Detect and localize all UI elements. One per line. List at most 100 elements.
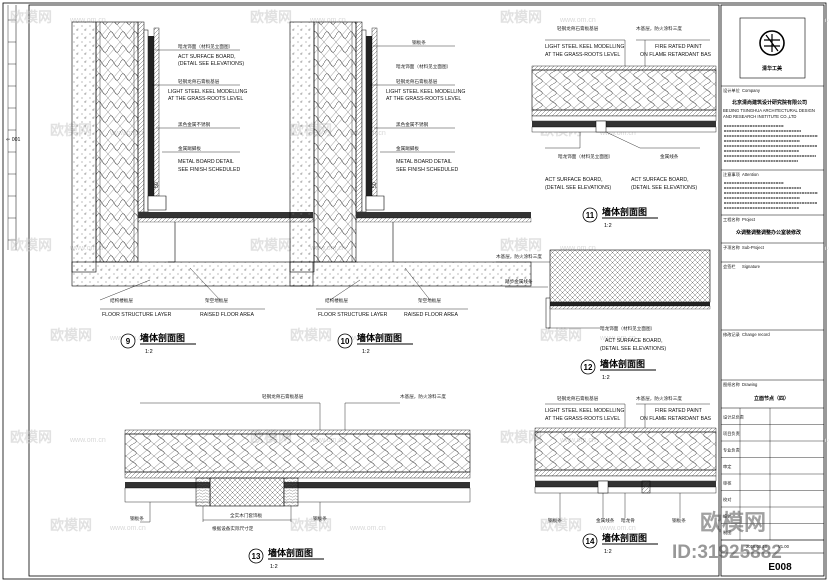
d12-cn-surface: 暗龙饰面（材料见立面图） — [600, 325, 655, 332]
d10-metal-2: SEE FINISH SCHEDULED — [396, 167, 459, 173]
d10-cn-floor: 结构楼板层 — [325, 297, 348, 304]
d11-surface-1b: ACT SURFACE BOARD, — [631, 177, 689, 183]
drawing-name: 立面节点（四） — [754, 395, 789, 402]
d11-keel-1: LIGHT STEEL KEEL MODELLING — [545, 44, 624, 50]
d11-cn-keel: 轻钢龙骨石膏板基层 — [557, 25, 599, 32]
d14-keel-1: LIGHT STEEL KEEL MODELLING — [545, 408, 624, 414]
drawing-en: Drawing — [742, 382, 758, 387]
watermark-url: www.om.cn — [69, 437, 106, 444]
d9-cn-raised: 架空地板层 — [205, 297, 228, 304]
watermark-url: www.om.cn — [599, 130, 636, 137]
watermark-cn: 欧模网 — [290, 327, 332, 343]
d9-raised-en: RAISED FLOOR AREA — [200, 312, 254, 318]
watermark-url: www.om.cn — [69, 17, 106, 24]
watermark-url: www.om.cn — [559, 245, 596, 252]
d10-cn-surface: 钢板条 — [412, 39, 426, 46]
watermark-cn: 欧模网 — [250, 237, 292, 253]
company-en-2: AND RESEARCH INSTITUTE CO.,LTD — [723, 114, 796, 119]
d13-cn-door: 全实木门套饰板 — [230, 512, 263, 519]
d10-title: 墙体剖面图 — [357, 332, 402, 343]
project-en: Project — [742, 217, 756, 222]
title-block: 清华工美 设计单位 Company 北京清尚建筑设计研究院有限公司 BEIJIN… — [720, 4, 825, 577]
d10-keel-1: LIGHT STEEL KEEL MODELLING — [386, 89, 465, 95]
company-cn: 北京清尚建筑设计研究院有限公司 — [732, 99, 807, 106]
tb-row-label: 校对 — [723, 496, 731, 503]
watermark-cn: 欧模网 — [10, 237, 52, 253]
d11-fire-1: FIRE RATED PAINT — [655, 44, 703, 50]
watermark-cn: 欧模网 — [540, 517, 582, 533]
d11-number: 11 — [586, 211, 595, 220]
d14-cn-b: 金属线条 — [596, 517, 615, 524]
d10-cn-raised: 架空地板层 — [418, 297, 441, 304]
d14-cn-d: 钢板条 — [672, 517, 686, 524]
d13-title: 墙体剖面图 — [268, 547, 313, 558]
d10-dim: 50 — [372, 182, 378, 188]
watermark-cn: 欧模网 — [10, 429, 52, 445]
left-margin-strip: ⇐ 001 — [6, 5, 21, 250]
watermark-url: www.om.cn — [349, 335, 386, 342]
watermark-cn: 欧模网 — [500, 429, 542, 445]
detail-11: 轻钢龙骨石膏板基层 LIGHT STEEL KEEL MODELLING AT … — [531, 25, 717, 229]
sign-label: 会签栏 — [723, 263, 736, 270]
d9-surface-2: (DETAIL SEE ELEVATIONS) — [178, 61, 244, 67]
id-watermark: 欧模网 ID:31925882 — [672, 510, 782, 563]
watermark-url: www.om.cn — [349, 525, 386, 532]
d13-number: 13 — [252, 552, 261, 561]
d10-cn-surface2: 暗龙饰面（材料见立面图） — [396, 63, 451, 70]
d11-cn-metal: 金属线条 — [660, 153, 679, 160]
tb-version: V1.00 — [778, 544, 790, 549]
d13-cn-base: 钢板条 — [130, 515, 144, 522]
detail-12: 木基层，防火涂料三度 踏步金属线条 暗龙饰面（材料见立面图） ACT SURFA… — [496, 249, 711, 381]
watermark-url: www.om.cn — [109, 525, 146, 532]
company-en-1: BEIJING TSINGHUA ARCHITECTURAL DESIGN — [723, 108, 815, 113]
tb-row-label: 项目负责 — [723, 430, 740, 437]
watermark-cn: 欧模网 — [500, 237, 542, 253]
drawing-label: 图纸名称 — [723, 381, 740, 388]
change-en: Change record — [742, 332, 770, 337]
attention-label: 注意事项 — [723, 171, 741, 178]
left-margin-tag: ⇐ 001 — [6, 137, 21, 143]
watermark-url: www.om.cn — [599, 525, 636, 532]
project-label: 工程名称 — [723, 216, 740, 223]
detail-14: 轻钢龙骨石膏板基层 LIGHT STEEL KEEL MODELLING AT … — [534, 395, 717, 555]
change-label: 修改记录 — [723, 331, 740, 338]
d10-cn-trim: 黑色金属不锈钢 — [396, 121, 429, 128]
watermark-url: www.om.cn — [599, 335, 636, 342]
d14-fire-2: ON FLAME RETARDANT BAS — [640, 416, 712, 422]
watermark-url: www.om.cn — [309, 17, 346, 24]
d12-scale: 1:2 — [602, 375, 610, 381]
d12-surface-2: (DETAIL SEE ELEVATIONS) — [600, 346, 666, 352]
d9-cn-trim: 黑色金属不锈钢 — [178, 121, 211, 128]
d10-cn-keel: 轻钢龙骨石膏板基层 — [396, 78, 438, 85]
d14-keel-2: AT THE GRASS-ROOTS LEVEL — [545, 416, 620, 422]
watermark-cn-large: 欧模网 — [700, 510, 766, 535]
d12-cn-metal: 踏步金属线条 — [505, 278, 533, 285]
d9-cn-metal: 金属踢脚板 — [178, 145, 201, 152]
tb-date: 2016.06.18 — [746, 544, 768, 549]
d9-number: 9 — [126, 337, 131, 346]
detail-10: 钢板条 暗龙饰面（材料见立面图） 轻钢龙骨石膏板基层 LIGHT STEEL K… — [289, 21, 532, 355]
logo-text: 清华工美 — [762, 65, 783, 72]
d13-scale: 1:2 — [270, 564, 278, 570]
watermark-cn: 欧模网 — [540, 327, 582, 343]
d9-cn-surface: 暗龙饰面（材料见立面图） — [178, 43, 233, 50]
watermark-id: ID:31925882 — [672, 542, 782, 563]
watermark-cn: 欧模网 — [290, 517, 332, 533]
d12-title: 墙体剖面图 — [600, 358, 645, 369]
tb-row-label: 制图 — [723, 529, 731, 536]
company-label: 设计单位 — [723, 87, 740, 94]
d12-number: 12 — [584, 363, 593, 372]
sign-en: Signature — [742, 264, 761, 269]
d10-raised-en: RAISED FLOOR AREA — [404, 312, 458, 318]
d14-scale: 1:2 — [604, 549, 612, 555]
watermark-url: www.om.cn — [559, 17, 596, 24]
tb-row-label: 专业负责 — [723, 447, 740, 454]
d9-metal-1: METAL BOARD DETAIL — [178, 159, 234, 165]
d9-scale: 1:2 — [145, 349, 153, 355]
d14-cn-fire: 木基层，防火涂料三度 — [636, 395, 682, 402]
d9-cn-keel: 轻钢龙骨石膏板基层 — [178, 78, 220, 85]
company-en-tag: Company — [742, 88, 761, 93]
detail-9: 暗龙饰面（材料见立面图） ACT SURFACE BOARD, (DETAIL … — [71, 21, 314, 355]
watermark-cn: 欧模网 — [50, 517, 92, 533]
